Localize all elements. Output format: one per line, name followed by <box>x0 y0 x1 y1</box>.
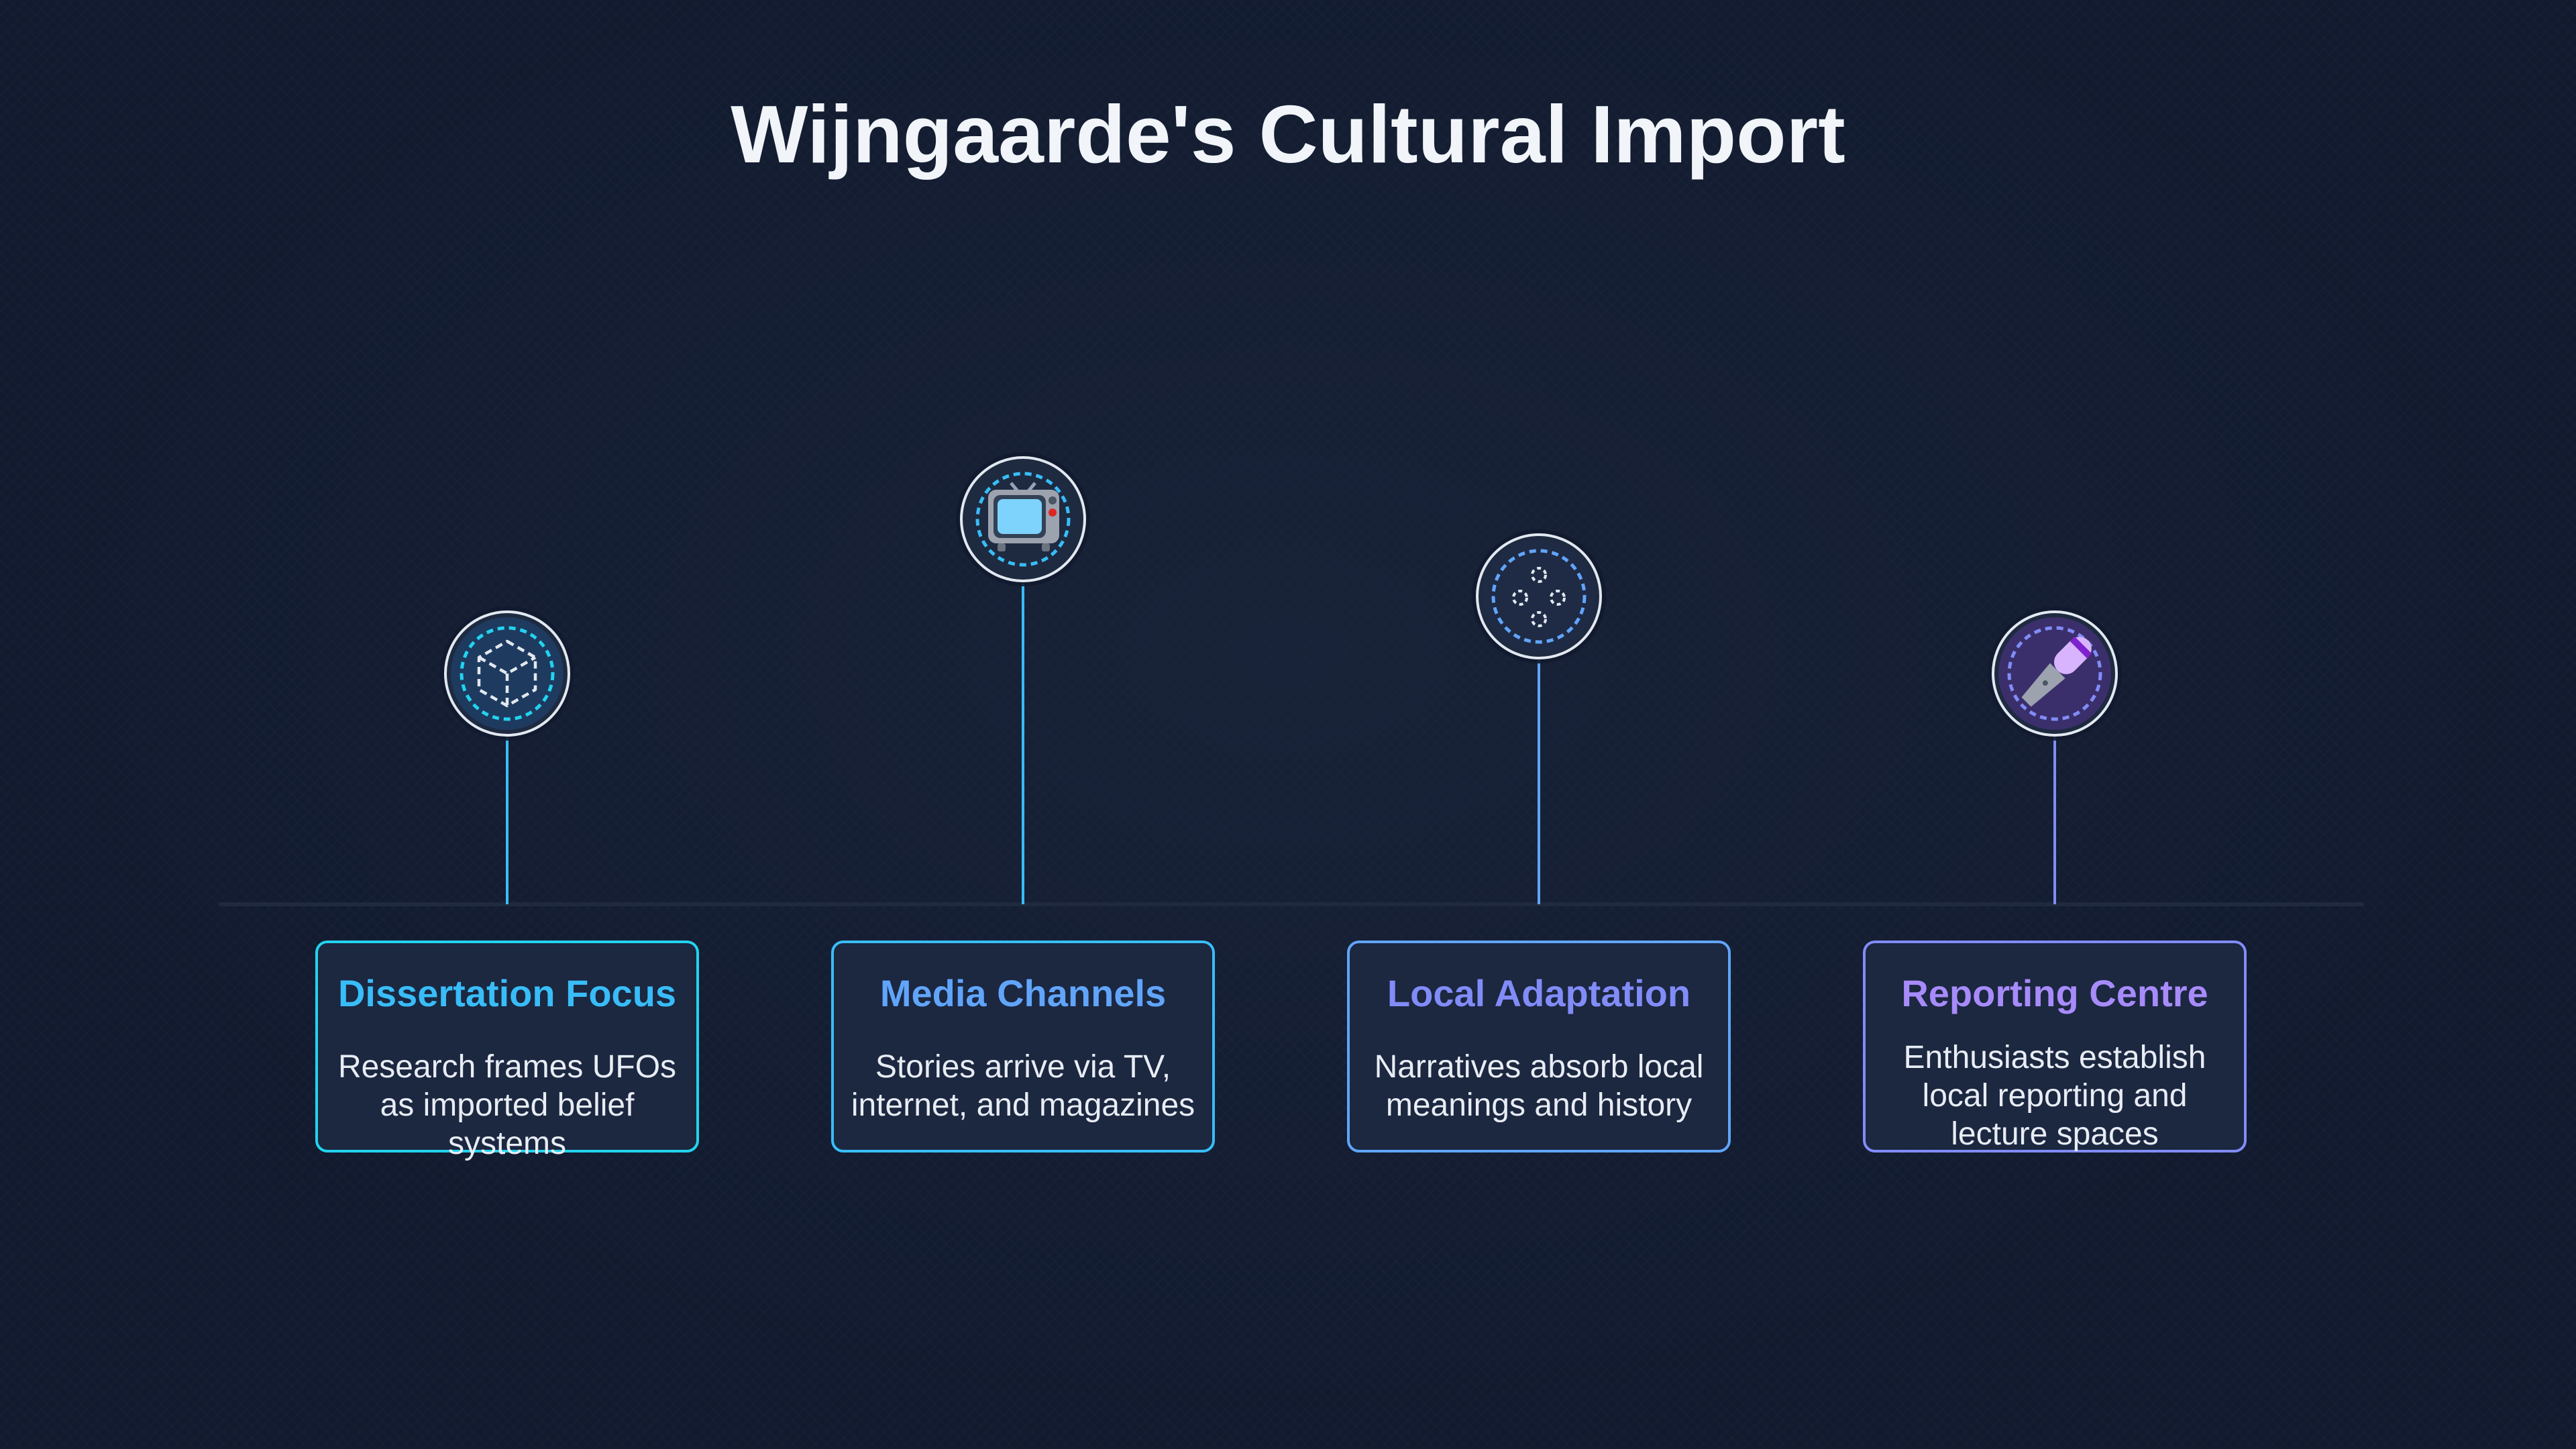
milestone-card: Dissertation Focus Research frames UFOs … <box>315 941 699 1161</box>
network-nodes-icon <box>1483 540 1595 653</box>
connector-line <box>506 737 508 904</box>
milestone-card: Local Adaptation Narratives absorb local… <box>1347 941 1731 1152</box>
card-description: Narratives absorb local meanings and his… <box>1374 1049 1704 1123</box>
television-icon <box>967 463 1079 576</box>
cube-icon <box>451 617 564 730</box>
milestone-node[interactable] <box>1992 610 2118 737</box>
milestone-node[interactable] <box>960 456 1086 582</box>
connector-line <box>2053 737 2056 904</box>
card-description: Research frames UFOs as imported belief … <box>337 1049 677 1161</box>
connector-line <box>1022 584 1024 904</box>
card-title: Media Channels <box>879 972 1167 1014</box>
card-title: Reporting Centre <box>1901 972 2208 1014</box>
card-description: Stories arrive via TV, internet, and mag… <box>851 1049 1195 1123</box>
milestone-node[interactable] <box>1476 533 1602 659</box>
milestone-card: Reporting Centre Enthusiasts establish l… <box>1863 941 2247 1152</box>
card-description: Enthusiasts establish local reporting an… <box>1903 1040 2206 1152</box>
timeline-axis <box>219 902 2364 906</box>
milestone-card: Media Channels Stories arrive via TV, in… <box>831 941 1215 1152</box>
card-title: Local Adaptation <box>1387 972 1691 1014</box>
page-title: Wijngaarde's Cultural Import <box>731 89 1845 180</box>
milestone-node[interactable] <box>444 610 570 737</box>
card-title: Dissertation Focus <box>337 972 677 1014</box>
microphone-icon <box>1998 617 2111 730</box>
connector-line <box>1538 660 1540 904</box>
